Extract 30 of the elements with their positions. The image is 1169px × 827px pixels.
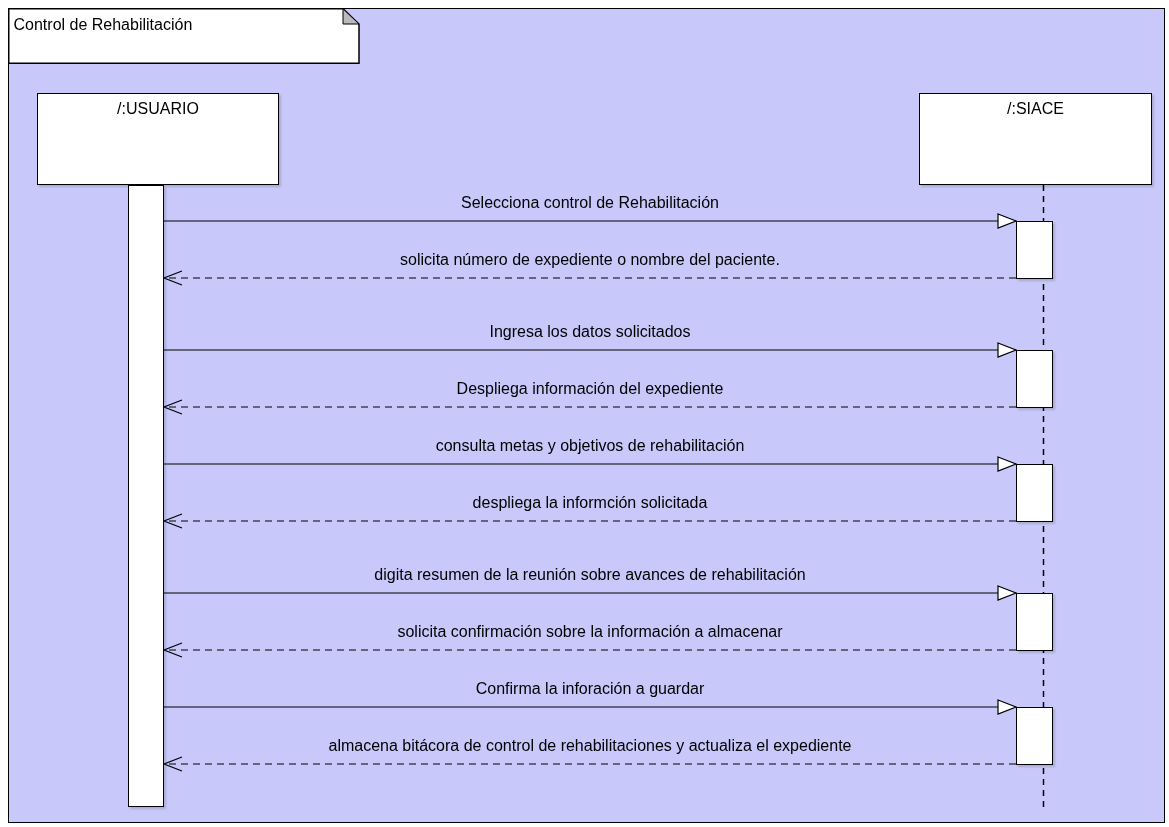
- message-label: Selecciona control de Rehabilitación: [461, 194, 719, 212]
- message-label: almacena bitácora de control de rehabilitaciones y actualiza el expediente: [328, 737, 852, 755]
- message-arrow: [163, 213, 1017, 229]
- message-arrow: [163, 342, 1017, 358]
- activation-bar: [128, 185, 164, 807]
- activation-bar: [1016, 707, 1053, 765]
- return-arrow: [163, 513, 1017, 529]
- message-arrow: [163, 585, 1017, 601]
- activation-bar: [1016, 464, 1053, 522]
- return-arrow: [163, 270, 1017, 286]
- activation-bar: [1016, 221, 1053, 279]
- message-label: digita resumen de la reunión sobre avances de rehabilitación: [374, 566, 806, 584]
- message-label: consulta metas y objetivos de rehabilitación: [435, 437, 745, 455]
- frame-label: Control de Rehabilitación: [7, 7, 360, 64]
- activation-bar: [1016, 593, 1053, 651]
- message-label: solicita número de expediente o nombre del paciente.: [400, 251, 780, 269]
- message-label: Despliega información del expediente: [456, 380, 724, 398]
- return-arrow: [163, 756, 1017, 772]
- return-arrow: [163, 399, 1017, 415]
- frame: [8, 8, 1165, 823]
- message-arrow: [163, 456, 1017, 472]
- message-arrow: [163, 699, 1017, 715]
- message-label: solicita confirmación sobre la información a almacenar: [397, 623, 783, 641]
- return-arrow: [163, 642, 1017, 658]
- participant-box: /:SIACE: [919, 93, 1152, 185]
- activation-bar: [1016, 350, 1053, 408]
- participant-box: /:USUARIO: [37, 93, 279, 185]
- message-label: Confirma la inforación a guardar: [475, 680, 705, 698]
- message-label: despliega la informción solicitada: [472, 494, 708, 512]
- message-label: Ingresa los datos solicitados: [489, 323, 691, 341]
